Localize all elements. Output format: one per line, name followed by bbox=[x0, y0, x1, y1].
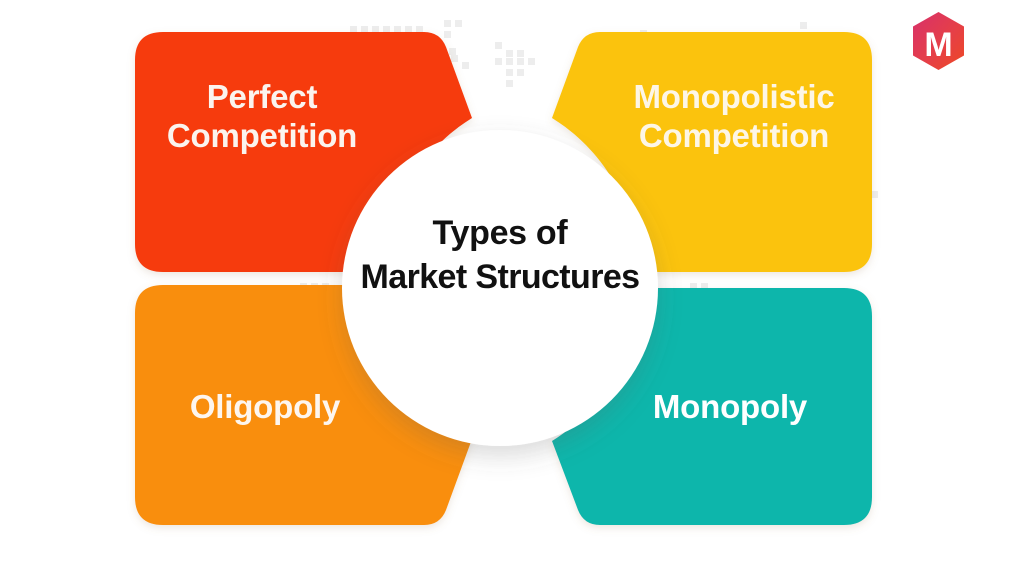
panel-label-line1: Monopoly bbox=[652, 388, 808, 425]
center-circle bbox=[342, 130, 658, 446]
panel-label-line2: Competition bbox=[166, 116, 358, 154]
center-title-line1: Types of bbox=[432, 214, 568, 252]
hexagon-logo-icon[interactable]: M bbox=[913, 12, 964, 70]
panel-label-monopoly: Monopoly bbox=[600, 388, 860, 427]
panel-label-oligopoly: Oligopoly bbox=[140, 388, 390, 427]
panel-label-perfect-competition: Perfect Competition bbox=[138, 78, 386, 156]
panel-label-line1: Monopolistic bbox=[633, 78, 835, 115]
center-title-line2: Market Structures bbox=[360, 257, 641, 296]
center-title: Types of Market Structures bbox=[320, 212, 680, 299]
panel-label-line1: Perfect bbox=[206, 78, 318, 115]
panel-label-line1: Oligopoly bbox=[189, 388, 341, 425]
panel-label-line2: Competition bbox=[638, 116, 830, 154]
logo-letter: M bbox=[924, 26, 952, 64]
panel-label-monopolistic-competition: Monopolistic Competition bbox=[600, 78, 868, 156]
